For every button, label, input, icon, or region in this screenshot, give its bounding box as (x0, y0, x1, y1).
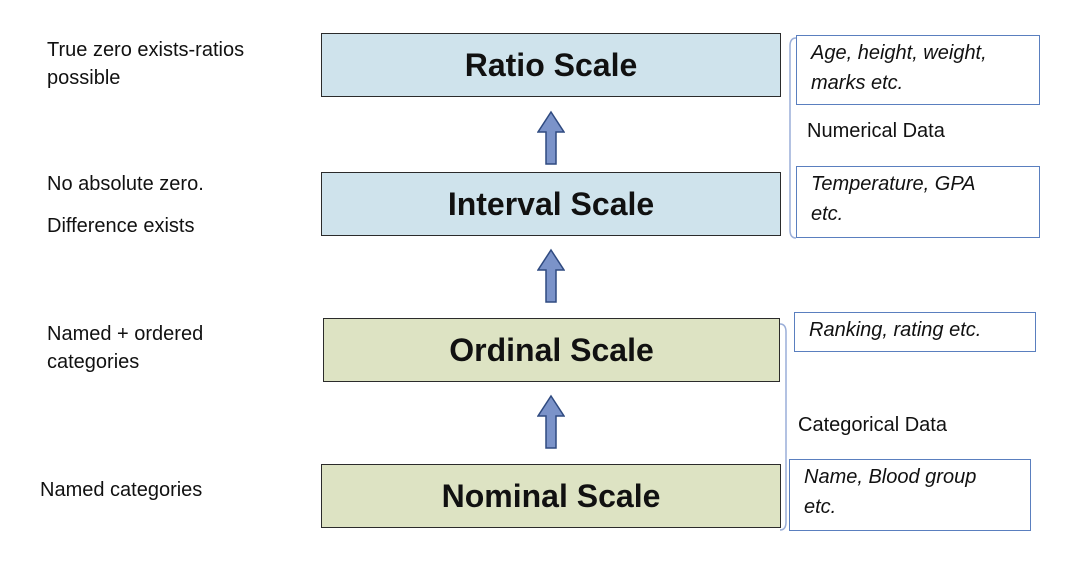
nominal-examples-box: Name, Blood group etc. (789, 459, 1031, 531)
interval-examples-line-1: Temperature, GPA (811, 173, 976, 195)
numerical-data-bracket (789, 37, 797, 239)
interval-description-line-1: No absolute zero. (47, 173, 204, 195)
ratio-description-line-2: possible (47, 67, 121, 89)
ratio-examples-line-2: marks etc. (811, 72, 904, 94)
interval-description-line-2: Difference exists (47, 215, 195, 237)
ordinal-examples-box: Ranking, rating etc. (794, 312, 1036, 352)
interval-description: No absolute zero. Difference exists (47, 170, 204, 240)
nominal-description: Named categories (40, 476, 202, 504)
nominal-examples-line-1: Name, Blood group (804, 466, 977, 488)
ordinal-description-line-2: categories (47, 351, 140, 373)
categorical-data-label: Categorical Data (798, 414, 947, 436)
ratio-description-line-1: True zero exists-ratios (47, 39, 245, 61)
ratio-scale-box: Ratio Scale (321, 33, 781, 97)
arrow-up-icon (537, 248, 565, 303)
nominal-scale-box: Nominal Scale (321, 464, 781, 528)
ordinal-scale-box: Ordinal Scale (323, 318, 780, 382)
interval-scale-box: Interval Scale (321, 172, 781, 236)
arrow-up-icon (537, 110, 565, 165)
nominal-description-line-1: Named categories (40, 479, 203, 501)
ratio-description: True zero exists-ratios possible (47, 36, 244, 92)
numerical-data-label: Numerical Data (807, 120, 945, 142)
ratio-examples-line-1: Age, height, weight, (811, 42, 987, 64)
categorical-data-bracket (779, 323, 787, 531)
ratio-examples-box: Age, height, weight, marks etc. (796, 35, 1040, 105)
interval-examples-box: Temperature, GPA etc. (796, 166, 1040, 238)
interval-examples-line-2: etc. (811, 203, 844, 225)
ordinal-examples-line-1: Ranking, rating etc. (809, 319, 982, 341)
ordinal-description: Named + ordered categories (47, 320, 203, 376)
arrow-up-icon (537, 394, 565, 449)
ordinal-description-line-1: Named + ordered (47, 323, 204, 345)
nominal-examples-line-2: etc. (804, 496, 837, 518)
